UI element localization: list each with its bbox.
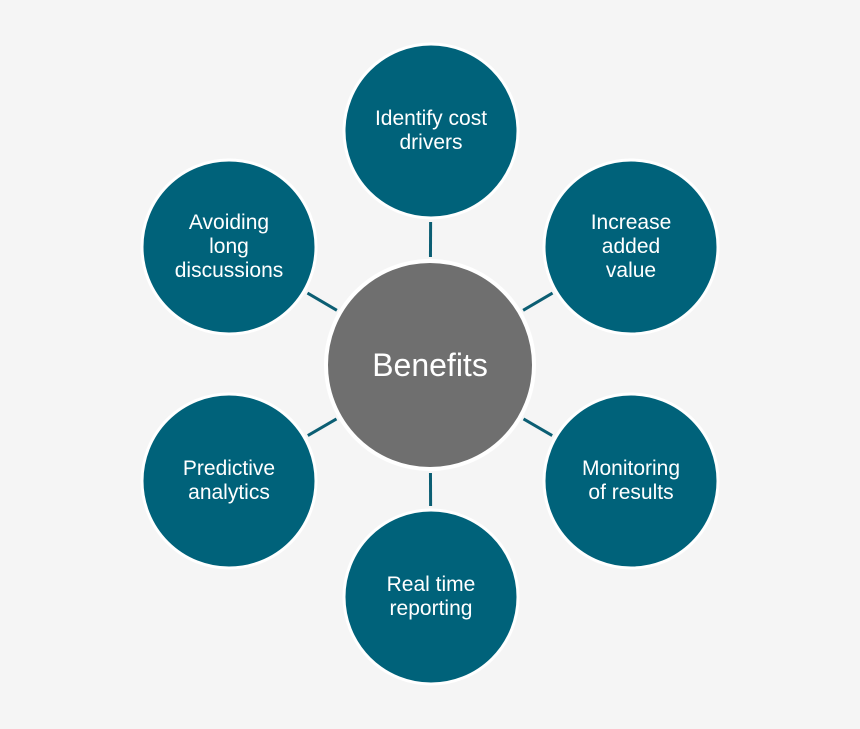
node-circle-monitoring-of-results xyxy=(542,392,720,570)
node-circle-identify-cost-drivers xyxy=(342,42,520,220)
connector-increase-added-value xyxy=(522,291,554,312)
connector-group xyxy=(306,221,554,507)
node-circle-increase-added-value xyxy=(542,158,720,336)
center-circle xyxy=(324,259,536,471)
connector-monitoring-of-results xyxy=(522,417,553,437)
node-label-identify-cost-drivers: Identify cost drivers xyxy=(374,107,488,154)
connector-avoiding-long-discussions xyxy=(306,291,338,312)
node-circle-real-time-reporting xyxy=(342,508,520,686)
node-circle-predictive-analytics xyxy=(140,392,318,570)
node-label-monitoring-of-results: Monitoring of results xyxy=(581,457,681,504)
connector-predictive-analytics xyxy=(307,417,338,437)
circle-group xyxy=(140,42,720,686)
node-label-increase-added-value: Increase added value xyxy=(590,211,672,282)
node-circle-avoiding-long-discussions xyxy=(140,158,318,336)
center-label: Benefits xyxy=(372,346,488,383)
node-label-predictive-analytics: Predictive analytics xyxy=(182,457,276,504)
node-label-real-time-reporting: Real time reporting xyxy=(386,573,476,620)
node-label-avoiding-long-discussions: Avoiding long discussions xyxy=(174,211,284,282)
